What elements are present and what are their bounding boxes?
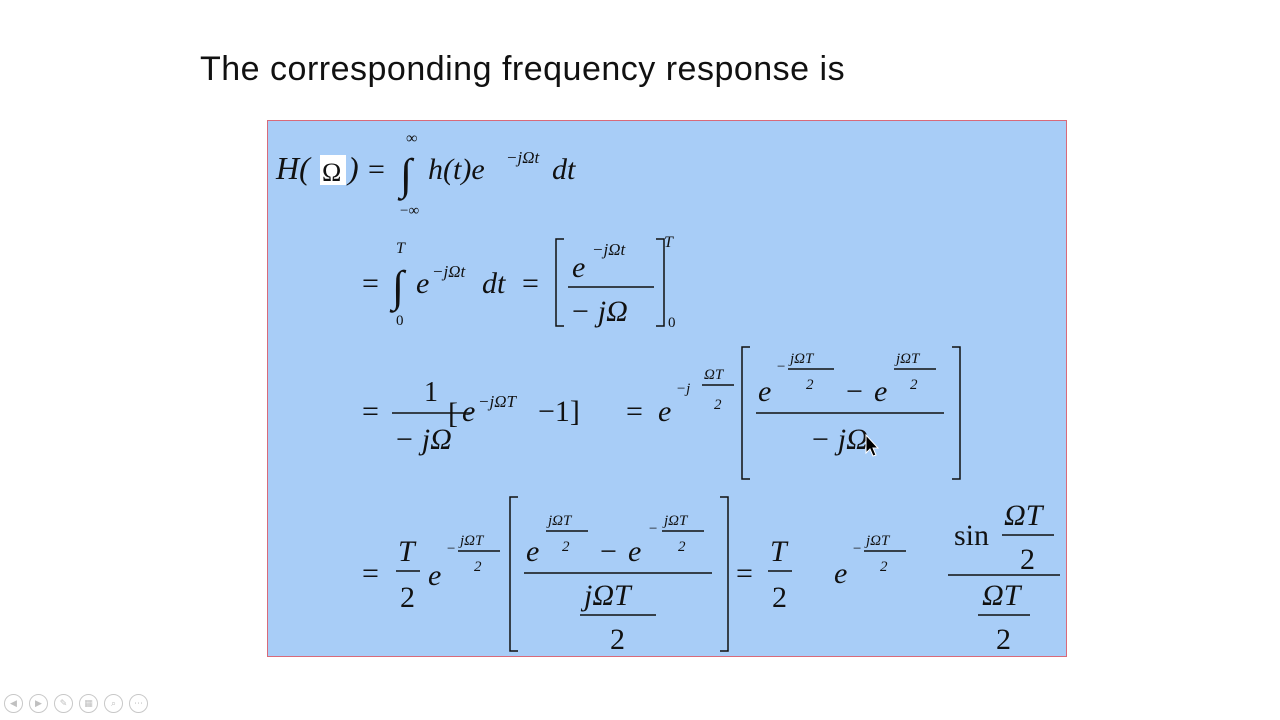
num-e1: e <box>758 375 771 408</box>
exp-denominator: 2 <box>714 397 722 413</box>
fraction-denominator: − jΩ <box>810 423 868 456</box>
exp-denominator: 2 <box>474 559 482 575</box>
upper-limit: T <box>664 234 674 251</box>
big-den-numerator: ΩT <box>982 579 1023 612</box>
equals-sign: = <box>362 395 379 428</box>
bracket-exponent: −jΩT <box>478 392 517 411</box>
fraction-numerator: e <box>572 251 585 284</box>
sin-func: sin <box>954 519 989 552</box>
fraction-numerator: 1 <box>424 377 438 408</box>
num-e1-numerator: jΩT <box>788 351 815 367</box>
num-e2-numerator: jΩT <box>894 351 921 367</box>
den-numerator: jΩT <box>580 579 633 612</box>
bracket-e: e <box>462 395 475 428</box>
num-e1: e <box>526 535 539 568</box>
left-bracket <box>509 496 518 652</box>
fraction-denominator: − jΩ <box>570 295 628 328</box>
num-e2-denominator: 2 <box>678 539 686 555</box>
exp-numerator: ΩT <box>704 367 725 383</box>
equals-sign: = <box>362 557 379 590</box>
integrand-exponent: −jΩt <box>506 148 540 167</box>
right-bracket <box>952 346 961 480</box>
pen-icon[interactable]: ✎ <box>54 694 73 713</box>
formula-line-4: = T 2 e − jΩT 2 e jΩT 2 − e − jΩT 2 <box>362 496 1060 656</box>
num-e1-sign: − <box>776 359 786 375</box>
right-bracket <box>656 238 665 327</box>
num-e2-numerator: jΩT <box>662 513 689 529</box>
integral-upper-limit: T <box>396 240 406 257</box>
lower-limit: 0 <box>668 315 676 331</box>
exp-numerator: jΩT <box>458 533 485 549</box>
bracket-rest: −1] <box>538 395 580 428</box>
t-numerator: T <box>398 535 417 568</box>
exp2-sign: − <box>852 541 862 557</box>
h-close: ) <box>346 150 359 186</box>
zoom-icon[interactable]: ⌕ <box>104 694 123 713</box>
fraction-numerator-exponent: −jΩt <box>592 240 626 259</box>
left-bracket <box>555 238 564 327</box>
exp-base: e <box>428 559 441 592</box>
integrand-exponent: −jΩt <box>432 262 466 281</box>
integrand: h(t)e <box>428 153 485 186</box>
num-e1-denominator: 2 <box>562 539 570 555</box>
equals-sign-2: = <box>522 267 539 300</box>
slide-title: The corresponding frequency response is <box>200 50 846 88</box>
more-icon[interactable]: ⋯ <box>129 694 148 713</box>
mouse-cursor-icon <box>865 433 880 457</box>
num-e2: e <box>874 375 887 408</box>
t2-numerator: T <box>770 535 789 568</box>
prev-icon[interactable]: ◀ <box>4 694 23 713</box>
integral-lower-limit: −∞ <box>400 203 419 219</box>
slides-icon[interactable]: ▦ <box>79 694 98 713</box>
num-e2: e <box>628 535 641 568</box>
sin-numerator: ΩT <box>1004 499 1045 532</box>
t2-denominator: 2 <box>772 581 787 614</box>
h-func: H( <box>275 150 312 186</box>
exp-base: e <box>658 395 671 428</box>
left-bracket <box>741 346 750 480</box>
dt: dt <box>482 267 506 300</box>
integral-sign: ∫ <box>389 262 407 313</box>
formula-line-3: = 1 − jΩ [ e −jΩT −1] = e −j ΩT 2 e − jΩ… <box>362 346 961 480</box>
next-icon[interactable]: ▶ <box>29 694 48 713</box>
integral-lower-limit: 0 <box>396 313 404 329</box>
t-denominator: 2 <box>400 581 415 614</box>
slideshow-nav: ◀ ▶ ✎ ▦ ⌕ ⋯ <box>4 694 148 713</box>
den-denominator: 2 <box>610 623 625 656</box>
dt: dt <box>552 153 576 186</box>
bracket-open: [ <box>448 397 458 430</box>
big-den-denominator: 2 <box>996 623 1011 656</box>
num-e2-sign: − <box>648 521 658 537</box>
sin-denominator: 2 <box>1020 543 1035 576</box>
exp2-base: e <box>834 557 847 590</box>
integral-upper-limit: ∞ <box>406 130 417 147</box>
exp2-numerator: jΩT <box>864 533 891 549</box>
right-bracket <box>720 496 729 652</box>
formula-svg: H( Ω ) = ∞ ∫ −∞ h(t)e −jΩt dt = T ∫ 0 e … <box>275 130 1060 656</box>
formula-line-1: H( Ω ) = ∞ ∫ −∞ h(t)e −jΩt dt <box>275 130 576 219</box>
num-e1-numerator: jΩT <box>546 513 573 529</box>
exp-sign: −j <box>676 381 690 397</box>
omega-var: Ω <box>322 158 341 187</box>
equals-sign: = <box>362 267 379 300</box>
num-e2-denominator: 2 <box>910 377 918 393</box>
exp-sign: − <box>446 541 456 557</box>
formula-box: H( Ω ) = ∞ ∫ −∞ h(t)e −jΩt dt = T ∫ 0 e … <box>267 120 1067 657</box>
num-minus: − <box>600 535 617 568</box>
integral-sign: ∫ <box>397 150 415 201</box>
equals-sign-2: = <box>736 557 753 590</box>
fraction-denominator: − jΩ <box>394 423 452 456</box>
integrand: e <box>416 267 429 300</box>
equals-sign: = <box>368 153 385 186</box>
exp2-denominator: 2 <box>880 559 888 575</box>
equals-sign-2: = <box>626 395 643 428</box>
num-e1-denominator: 2 <box>806 377 814 393</box>
num-minus: − <box>846 375 863 408</box>
omega-highlight <box>320 155 346 185</box>
formula-line-2: = T ∫ 0 e −jΩt dt = e −jΩt − jΩ T 0 <box>362 234 676 331</box>
